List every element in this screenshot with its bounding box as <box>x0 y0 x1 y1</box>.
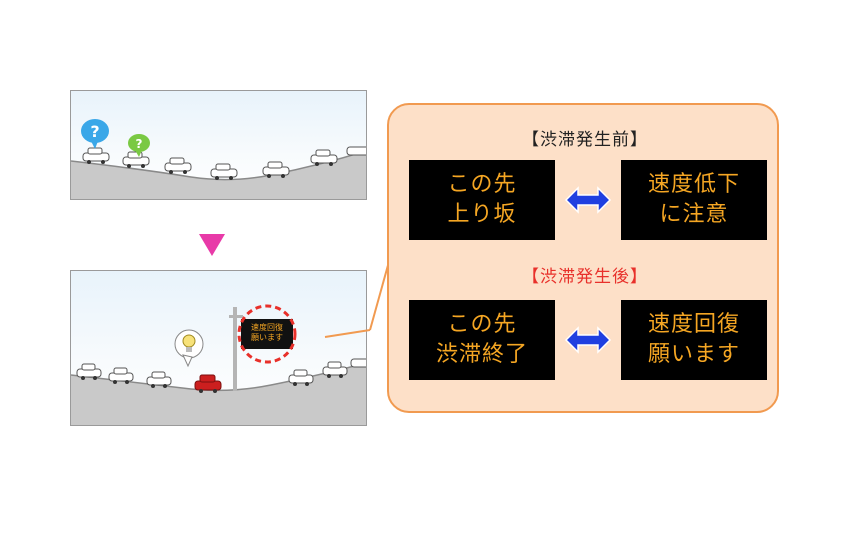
message-panel: 【渋滞発生前】 この先 上り坂 速度低下 に注意 【渋滞発生後】 この先 渋滞終… <box>387 103 779 413</box>
gantry-sign-line2: 願います <box>251 333 283 342</box>
sign-line: 願います <box>647 342 740 367</box>
sign-line: この先 <box>447 312 517 337</box>
sign-line: に注意 <box>659 202 729 227</box>
sign-line: 渋滞終了 <box>435 342 528 367</box>
question-bubble-small-icon: ? <box>128 134 150 157</box>
before-congestion-title: 【渋滞発生前】 <box>522 130 648 150</box>
gantry-sign-line1: 速度回復 <box>251 323 283 332</box>
question-bubble-icon: ? <box>81 119 109 149</box>
gantry-sign-text: 速度回復 願います <box>243 323 291 343</box>
svg-text:?: ? <box>136 137 143 151</box>
sign-line: 速度低下 <box>647 172 740 197</box>
sign-before-right: 速度低下 に注意 <box>621 160 767 240</box>
scene-after-congestion: 速度回復 願います <box>70 270 367 426</box>
sign-line: 速度回復 <box>647 312 740 337</box>
sign-line: 上り坂 <box>447 202 517 227</box>
sign-after-right: 速度回復 願います <box>621 300 767 380</box>
sign-after-left: この先 渋滞終了 <box>409 300 555 380</box>
lightbulb-bubble-icon <box>174 329 204 368</box>
double-headed-arrow-icon <box>564 326 612 354</box>
highlight-ring <box>237 304 297 364</box>
sign-before-left: この先 上り坂 <box>409 160 555 240</box>
scene-before-congestion: ? ? <box>70 90 367 200</box>
sign-gantry <box>229 307 293 391</box>
down-triangle-arrow-icon <box>199 234 225 256</box>
road-slope-illustration: ? ? <box>71 119 366 199</box>
after-congestion-title: 【渋滞発生後】 <box>522 267 648 287</box>
road-sign-illustration <box>71 304 366 425</box>
svg-text:?: ? <box>90 122 99 141</box>
double-headed-arrow-icon <box>564 186 612 214</box>
sign-line: この先 <box>447 172 517 197</box>
red-car-icon <box>194 374 222 393</box>
